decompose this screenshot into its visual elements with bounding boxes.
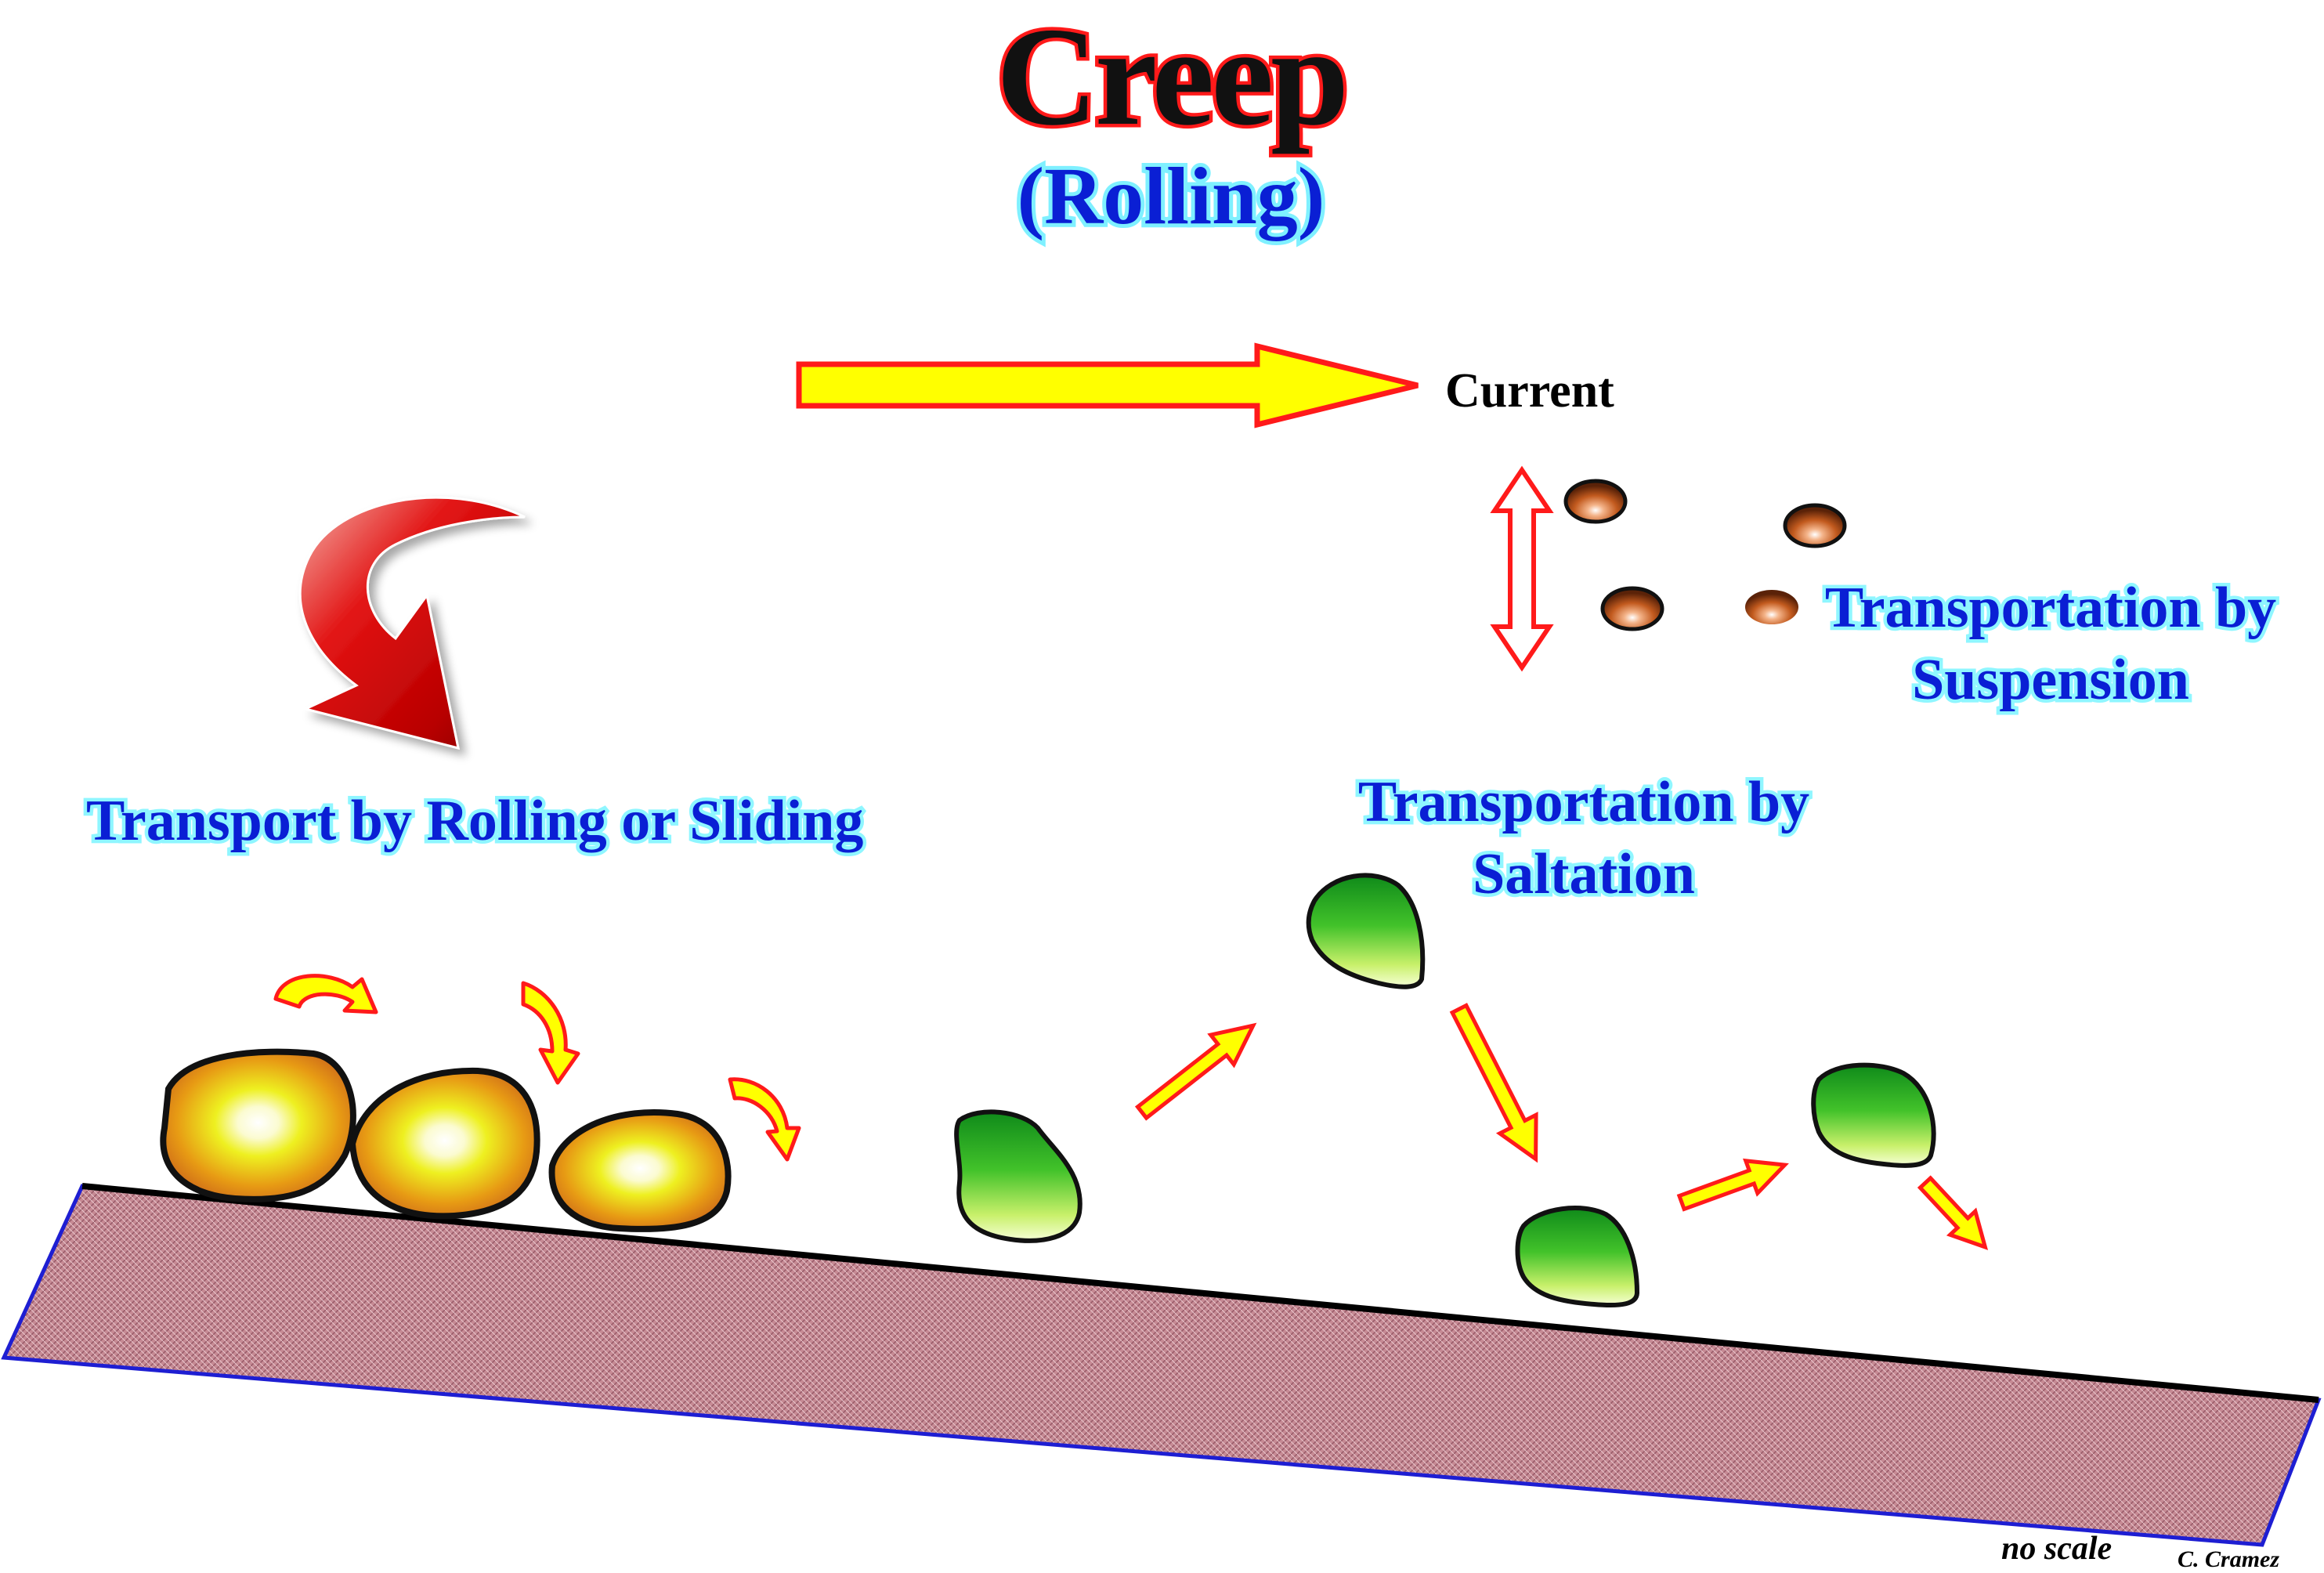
page-title: Creep (996, 0, 1346, 154)
saltation-arrows (1134, 1003, 1989, 1250)
saltation-label-line1: Transportation by (1358, 770, 1809, 834)
suspension-grain (1745, 590, 1798, 624)
trajectory-arrow-icon (1676, 1158, 1789, 1212)
suspension-grain (1600, 586, 1664, 631)
saltation-grain (1306, 873, 1426, 989)
suspension-label-line1: Transportation by (1825, 576, 2276, 640)
current-arrow-icon (796, 342, 1419, 429)
trajectory-arrow-icon (1449, 1003, 1538, 1163)
saltation-grain (954, 1109, 1082, 1243)
suspension-grain (1783, 503, 1847, 548)
saltation-label-line2: Saltation (1473, 842, 1695, 906)
trajectory-arrow-icon (1917, 1175, 1989, 1250)
rotation-arrow-icon (273, 974, 378, 1014)
suspension-grain (1563, 479, 1628, 524)
rotation-arrow-icon (521, 981, 580, 1085)
scale-note: no scale (2001, 1531, 2112, 1567)
curved-down-arrow-icon (298, 496, 526, 750)
rolling-grains (160, 1048, 732, 1232)
saltation-grain (1515, 1206, 1640, 1308)
saltation-grain (1811, 1062, 1936, 1168)
rolling-grain (548, 1108, 732, 1232)
rolling-label: Transport by Rolling or Sliding (86, 789, 863, 853)
double-vertical-arrow-icon (1490, 465, 1554, 672)
suspension-grains (1563, 479, 1847, 631)
trajectory-arrow-icon (1134, 1022, 1257, 1121)
rotation-arrow-icon (728, 1077, 801, 1162)
rotation-arrows (273, 974, 801, 1162)
rolling-grain (160, 1048, 356, 1202)
rolling-grain (349, 1067, 540, 1220)
author-credit: C. Cramez (2178, 1546, 2279, 1572)
current-label: Current (1445, 364, 1614, 418)
page-subtitle: (Rolling) (1017, 151, 1325, 241)
bed-surface-line (81, 1183, 2319, 1403)
suspension-label-line2: Suspension (1912, 648, 2189, 712)
saltation-grains (954, 873, 1936, 1308)
